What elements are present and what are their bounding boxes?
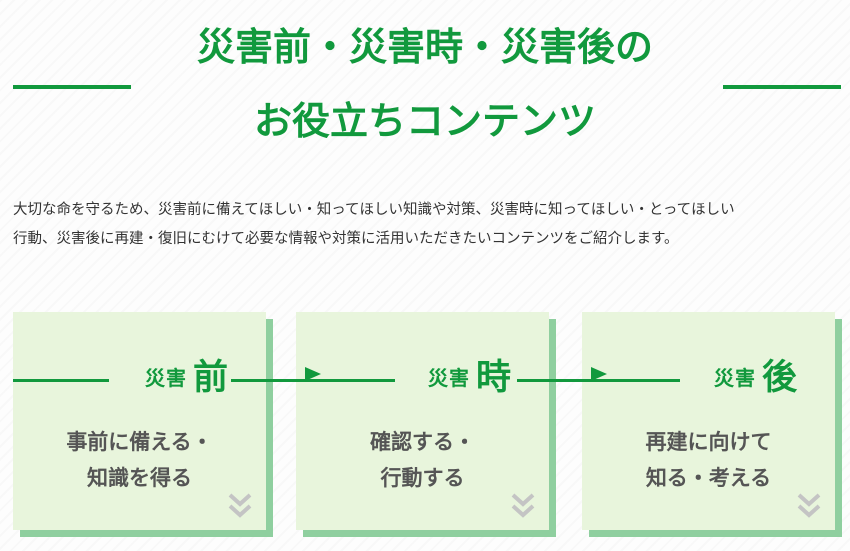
card-face: 災害前 事前に備える・ 知識を得る [13, 312, 266, 530]
intro-line2: 行動、災害後に再建・復旧にむけて必要な情報や対策に活用いただきたいコンテンツをご… [13, 231, 679, 247]
arrow-right-icon [591, 367, 607, 381]
chevron-double-down-icon [228, 493, 252, 518]
card-category: 災害後 [714, 349, 797, 400]
card-before-disaster[interactable]: 災害前 事前に備える・ 知識を得る [13, 312, 273, 537]
card-desc-line1: 確認する・ [370, 430, 475, 454]
card-description: 再建に向けて 知る・考える [582, 424, 835, 496]
chevron-double-down-icon [797, 493, 821, 518]
card-after-disaster[interactable]: 災害後 再建に向けて 知る・考える [582, 312, 842, 537]
arrow-right-icon [305, 367, 321, 381]
card-category-prefix: 災害 [144, 366, 187, 390]
card-category-main: 前 [192, 358, 228, 398]
card-desc-line2: 知識を得る [87, 466, 192, 490]
page-title-line1: 災害前・災害時・災害後の [196, 25, 653, 69]
intro-line1: 大切な命を守るため、災害前に備えてほしい・知ってほしい知識や対策、災害時に知って… [13, 202, 735, 218]
card-description: 確認する・ 行動する [296, 424, 549, 496]
card-category: 災害前 [145, 349, 228, 400]
intro-text: 大切な命を守るため、災害前に備えてほしい・知ってほしい知識や対策、災害時に知って… [13, 196, 843, 254]
card-face: 災害時 確認する・ 行動する [296, 312, 549, 530]
title-decor-line-right [723, 85, 841, 89]
card-category-main: 時 [475, 358, 511, 398]
card-desc-line1: 再建に向けて [645, 430, 772, 454]
page-title-line2: お役立ちコンテンツ [253, 99, 596, 143]
card-desc-line2: 知る・考える [645, 466, 772, 490]
card-category-prefix: 災害 [427, 366, 470, 390]
card-category-main: 後 [761, 358, 797, 398]
card-desc-line1: 事前に備える・ [66, 430, 213, 454]
card-underline-before [13, 379, 109, 382]
chevron-double-down-icon [511, 493, 535, 518]
card-desc-line2: 行動する [380, 466, 465, 490]
card-during-disaster[interactable]: 災害時 確認する・ 行動する [296, 312, 556, 537]
card-category: 災害時 [428, 349, 511, 400]
card-face: 災害後 再建に向けて 知る・考える [582, 312, 835, 530]
title-decor-line-left [13, 85, 131, 89]
card-category-prefix: 災害 [713, 366, 756, 390]
card-description: 事前に備える・ 知識を得る [13, 424, 266, 496]
